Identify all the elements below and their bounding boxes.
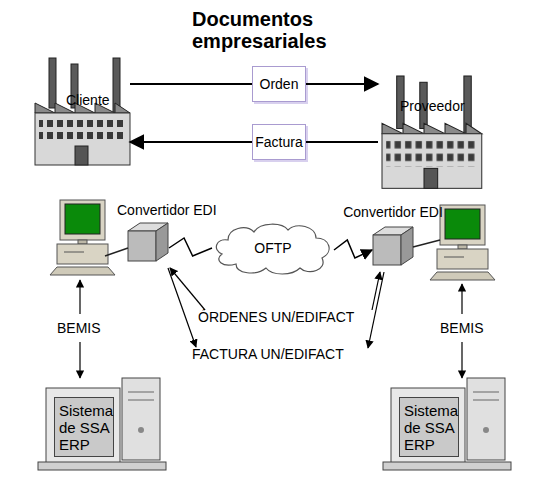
desk-base — [383, 462, 511, 470]
converter-node: Convertidor EDI — [127, 222, 169, 262]
factory-node: Cliente — [35, 58, 130, 168]
leader-line — [368, 272, 384, 348]
drive-slot — [128, 400, 154, 401]
document-box: Orden — [252, 66, 306, 102]
bemis-arrow — [461, 342, 462, 378]
flow-arrow — [130, 141, 252, 143]
erp-computers — [38, 378, 511, 470]
message-label: ÓRDENES UN/EDIFACT — [198, 309, 354, 325]
supplier-factory — [382, 76, 482, 188]
drive-slot — [473, 392, 499, 393]
desk-base — [38, 462, 166, 470]
transmission-link — [334, 240, 372, 258]
monitor-frame — [46, 388, 120, 464]
erp-screen: Sistema de SSA ERP — [399, 397, 459, 457]
bemis-arrow — [79, 342, 80, 378]
drive-slot — [473, 400, 499, 401]
desktop-computer — [50, 200, 115, 275]
node-text: Factura — [255, 134, 302, 150]
erp-screen: Sistema de SSA ERP — [54, 397, 114, 457]
tower-case — [467, 378, 505, 460]
node-text: Proveedor — [400, 98, 465, 114]
document-box: Factura — [252, 124, 306, 160]
converter-node: Convertidor EDI — [372, 226, 414, 266]
power-button — [483, 427, 489, 433]
flow-arrow — [306, 83, 378, 85]
node-text: OFTP — [254, 240, 291, 256]
factory-illustration — [35, 58, 482, 188]
cable — [105, 248, 128, 256]
bemis-arrows — [80, 280, 462, 378]
network-cloud: OFTP — [212, 220, 334, 276]
interface-label: BEMIS — [440, 320, 484, 336]
node-text: Convertidor EDI — [117, 202, 217, 218]
node-text: Convertidor EDI — [343, 204, 443, 220]
flow-arrow — [130, 83, 252, 85]
node-text: Sistema de SSA ERP — [401, 402, 457, 453]
client-factory — [35, 58, 130, 165]
bemis-arrow — [461, 284, 462, 314]
converter-device — [373, 227, 413, 265]
leader-line — [372, 272, 380, 310]
power-button — [138, 427, 144, 433]
drive-slot — [128, 392, 154, 393]
message-label: FACTURA UN/EDIFACT — [192, 346, 344, 362]
cable — [413, 240, 440, 247]
transmission-link — [169, 238, 212, 256]
bemis-arrow — [79, 280, 80, 314]
flow-arrow — [306, 141, 378, 143]
tower-case — [122, 378, 160, 460]
cloud-shape — [216, 224, 329, 274]
node-text: Sistema de SSA ERP — [56, 402, 112, 453]
leader-line — [168, 268, 196, 347]
diagram-title: Documentos empresariales — [192, 8, 342, 52]
node-text: Orden — [260, 76, 299, 92]
desktop-computers — [50, 200, 495, 280]
leader-lines — [168, 268, 384, 348]
interface-label: BEMIS — [57, 320, 101, 336]
monitor-frame — [391, 388, 465, 464]
converter-device — [128, 223, 168, 261]
factory-node: Proveedor — [378, 72, 483, 187]
node-text: Cliente — [66, 92, 110, 108]
